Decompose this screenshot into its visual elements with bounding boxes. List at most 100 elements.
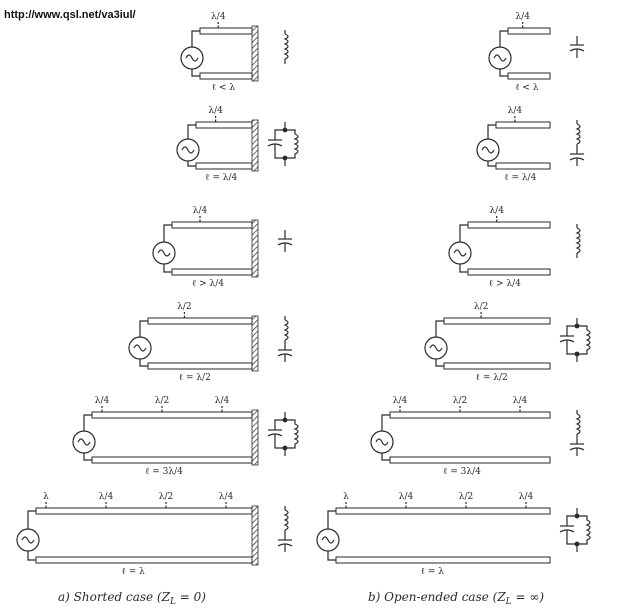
series-lc-icon <box>569 410 585 456</box>
feed-wire <box>459 224 468 242</box>
generator-icon <box>448 241 472 265</box>
short-circuit-wall <box>251 409 259 466</box>
feed-wire <box>487 161 496 167</box>
length-label: ℓ > λ/4 <box>192 279 224 289</box>
conductor-top <box>195 121 253 129</box>
wavelength-label: λ/2 <box>453 396 467 406</box>
short-circuit-wall <box>251 315 259 372</box>
open-row-5: λ/4 λ/2 λ/4 ℓ = 3λ/4 <box>370 396 585 477</box>
feed-wire <box>499 69 508 77</box>
inductor-icon <box>575 224 581 258</box>
generator-icon <box>152 241 176 265</box>
wavelength-label: λ/4 <box>393 396 408 406</box>
generator-icon <box>370 430 394 454</box>
conductor-bottom <box>507 72 551 80</box>
parallel-lc-icon <box>559 318 591 362</box>
feed-wire <box>459 264 468 273</box>
conductor-bottom <box>443 362 551 370</box>
length-label: ℓ = λ/2 <box>476 373 508 383</box>
conductor-top <box>467 221 551 229</box>
feed-wire <box>191 30 200 47</box>
length-label: ℓ < λ <box>515 83 539 93</box>
series-lc-icon <box>569 120 585 166</box>
conductor-bottom <box>199 72 253 80</box>
shorted-row-4: λ/2 ℓ = λ/2 <box>128 302 293 383</box>
length-label: ℓ = λ <box>122 567 146 577</box>
generator-icon <box>488 46 512 70</box>
short-circuit-wall <box>251 219 259 278</box>
conductor-top <box>495 121 551 129</box>
conductor-bottom <box>91 456 253 464</box>
conductor-bottom <box>147 362 253 370</box>
parallel-lc-icon <box>267 122 299 166</box>
feed-wire <box>163 224 172 242</box>
conductor-bottom <box>171 268 253 276</box>
feed-wire <box>381 453 390 461</box>
wavelength-label: λ/4 <box>219 492 234 502</box>
wavelength-label: λ/4 <box>513 396 528 406</box>
wavelength-label: λ <box>43 492 49 502</box>
feed-wire <box>163 264 172 273</box>
shorted-row-2: λ/4ℓ = λ/4 <box>176 106 299 183</box>
length-label: ℓ = λ/2 <box>179 373 211 383</box>
generator-icon <box>176 138 200 162</box>
conductor-top <box>389 411 551 419</box>
open-row-4: λ/2 ℓ = λ/2 <box>424 302 591 383</box>
conductor-top <box>147 317 253 325</box>
feed-wire <box>139 359 148 367</box>
wavelength-label: λ/2 <box>177 302 191 312</box>
conductor-bottom <box>467 268 551 276</box>
generator-icon <box>476 138 500 162</box>
short-circuit-wall <box>251 505 259 566</box>
conductor-top <box>91 411 253 419</box>
inductor-icon <box>283 30 289 64</box>
generator-icon <box>72 430 96 454</box>
generator-icon <box>16 528 40 552</box>
wavelength-label: λ/2 <box>474 302 488 312</box>
open-row-1: λ/4ℓ < λ <box>488 12 585 93</box>
conductor-top <box>507 27 551 35</box>
length-label: ℓ = 3λ/4 <box>443 467 481 477</box>
wavelength-label: λ <box>343 492 349 502</box>
caption-open: b) Open-ended case (ZL = ∞) <box>368 590 544 607</box>
caption-shorted: a) Shorted case (ZL = 0) <box>58 590 206 607</box>
wavelength-label: λ/4 <box>519 492 534 502</box>
wavelength-label: λ/2 <box>159 492 173 502</box>
feed-wire <box>83 414 92 431</box>
conductor-bottom <box>195 162 253 170</box>
open-row-2: λ/4ℓ = λ/4 <box>476 106 585 183</box>
length-label: ℓ = λ/4 <box>504 173 536 183</box>
conductor-bottom <box>335 556 551 564</box>
parallel-lc-icon <box>267 412 299 456</box>
length-label: ℓ = 3λ/4 <box>145 467 183 477</box>
conductor-bottom <box>35 556 253 564</box>
conductor-bottom <box>495 162 551 170</box>
wavelength-label: λ/4 <box>193 206 208 216</box>
wavelength-label: λ/4 <box>211 12 226 22</box>
shorted-row-1: λ/4 ℓ < λ <box>180 12 289 93</box>
feed-wire <box>27 510 36 529</box>
generator-icon <box>316 528 340 552</box>
feed-wire <box>187 161 196 167</box>
watermark-url: http://www.qsl.net/va3iul/ <box>4 9 136 21</box>
capacitor-icon <box>277 230 293 252</box>
length-label: ℓ < λ <box>212 83 236 93</box>
wavelength-label: λ/2 <box>155 396 169 406</box>
conductor-top <box>335 507 551 515</box>
generator-icon <box>128 336 152 360</box>
feed-wire <box>381 414 390 431</box>
feed-wire <box>487 124 496 139</box>
wavelength-label: λ/4 <box>399 492 414 502</box>
short-circuit-wall <box>251 119 259 172</box>
generator-icon <box>180 46 204 70</box>
wavelength-label: λ/4 <box>95 396 110 406</box>
wavelength-label: λ/4 <box>215 396 230 406</box>
wavelength-label: λ/2 <box>459 492 473 502</box>
feed-wire <box>435 320 444 337</box>
feed-wire <box>327 510 336 529</box>
feed-wire <box>139 320 148 337</box>
length-label: ℓ = λ/4 <box>205 173 237 183</box>
